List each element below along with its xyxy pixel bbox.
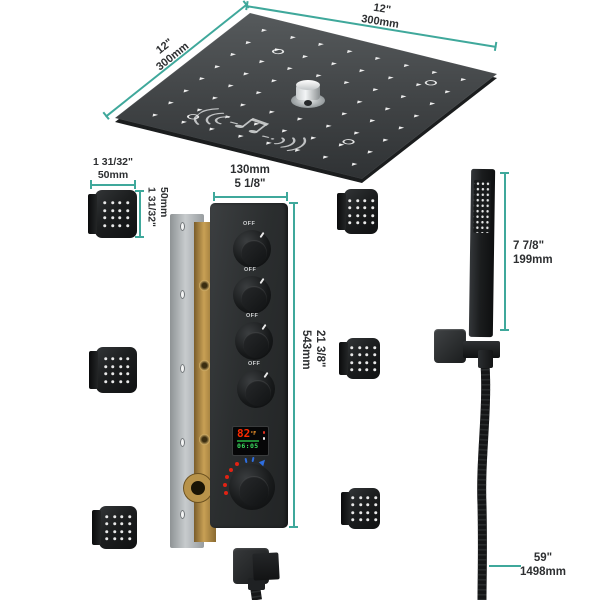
dimension-label-hose-length: 59" 1498mm [519,552,567,578]
body-jet [92,506,137,549]
body-jet [341,488,380,529]
hot-scale-dot [223,483,227,487]
dimension-label-jet-width: 1 31/32" 50mm [92,156,133,181]
hand-shower-hose-nut [478,350,493,368]
knob-label-off-2: OFF [244,267,257,273]
dimension-line-valve-width [213,192,288,202]
dimension-line-jet-width [90,180,136,190]
hot-scale-dot [235,462,239,466]
body-jet [89,347,137,393]
hot-scale-dot [229,468,233,472]
music-note-icon [234,117,270,134]
knob-label-off-1: OFF [243,221,256,227]
hot-scale-dot [225,475,229,479]
rain-shower-head [115,13,497,179]
dimension-label-valve-width: 130mm 5 1/8" [230,164,270,190]
wall-supply-elbow-body [252,552,280,581]
shower-head-center-hub [291,80,325,110]
temperature-knob [222,456,282,517]
display-unit: °F [250,431,257,437]
dimension-line-valve-height [289,202,299,528]
display-led-white [262,437,265,440]
display-temperature: 82 [237,427,251,440]
temperature-display: 82°F 06:05 [232,426,269,456]
valve-knob-2 [230,273,274,317]
hand-shower-wall-bracket [434,329,466,363]
body-jet [339,338,380,379]
dimension-line-hand-shower-height [500,172,510,331]
hot-scale-dot [224,491,228,495]
valve-knob-3 [232,319,276,363]
valve-knob-4 [234,367,278,411]
hand-shower-nozzle-face [473,179,492,234]
dimension-label-jet-height: 1 31/32" 50mm [145,187,171,228]
speaker-music-icons [193,108,307,152]
hand-shower-wand [468,168,496,338]
knob-label-off-4: OFF [248,361,261,367]
cold-scale-tick [244,457,248,464]
knob-label-off-3: OFF [246,313,259,319]
brass-pipe-port [184,474,212,502]
speaker-waves-icon [193,108,239,125]
body-jet [88,190,137,238]
dimension-line-hose-length [489,565,521,567]
cold-scale-tick [251,456,255,463]
speaker-waves-icon [261,135,307,152]
body-jet [337,189,378,234]
hand-shower-hose [477,359,491,600]
valve-knob-1 [230,227,274,271]
dimension-line-jet-height [135,190,145,238]
dimension-label-hand-shower-height: 7 7/8" 199mm [513,240,553,266]
wall-supply-elbow-nut [248,578,265,590]
display-time: 06:05 [237,441,259,450]
dimension-label-valve-height: 543mm 21 3/8" [300,330,326,370]
display-led-red [262,431,265,434]
display-divider [237,440,259,442]
